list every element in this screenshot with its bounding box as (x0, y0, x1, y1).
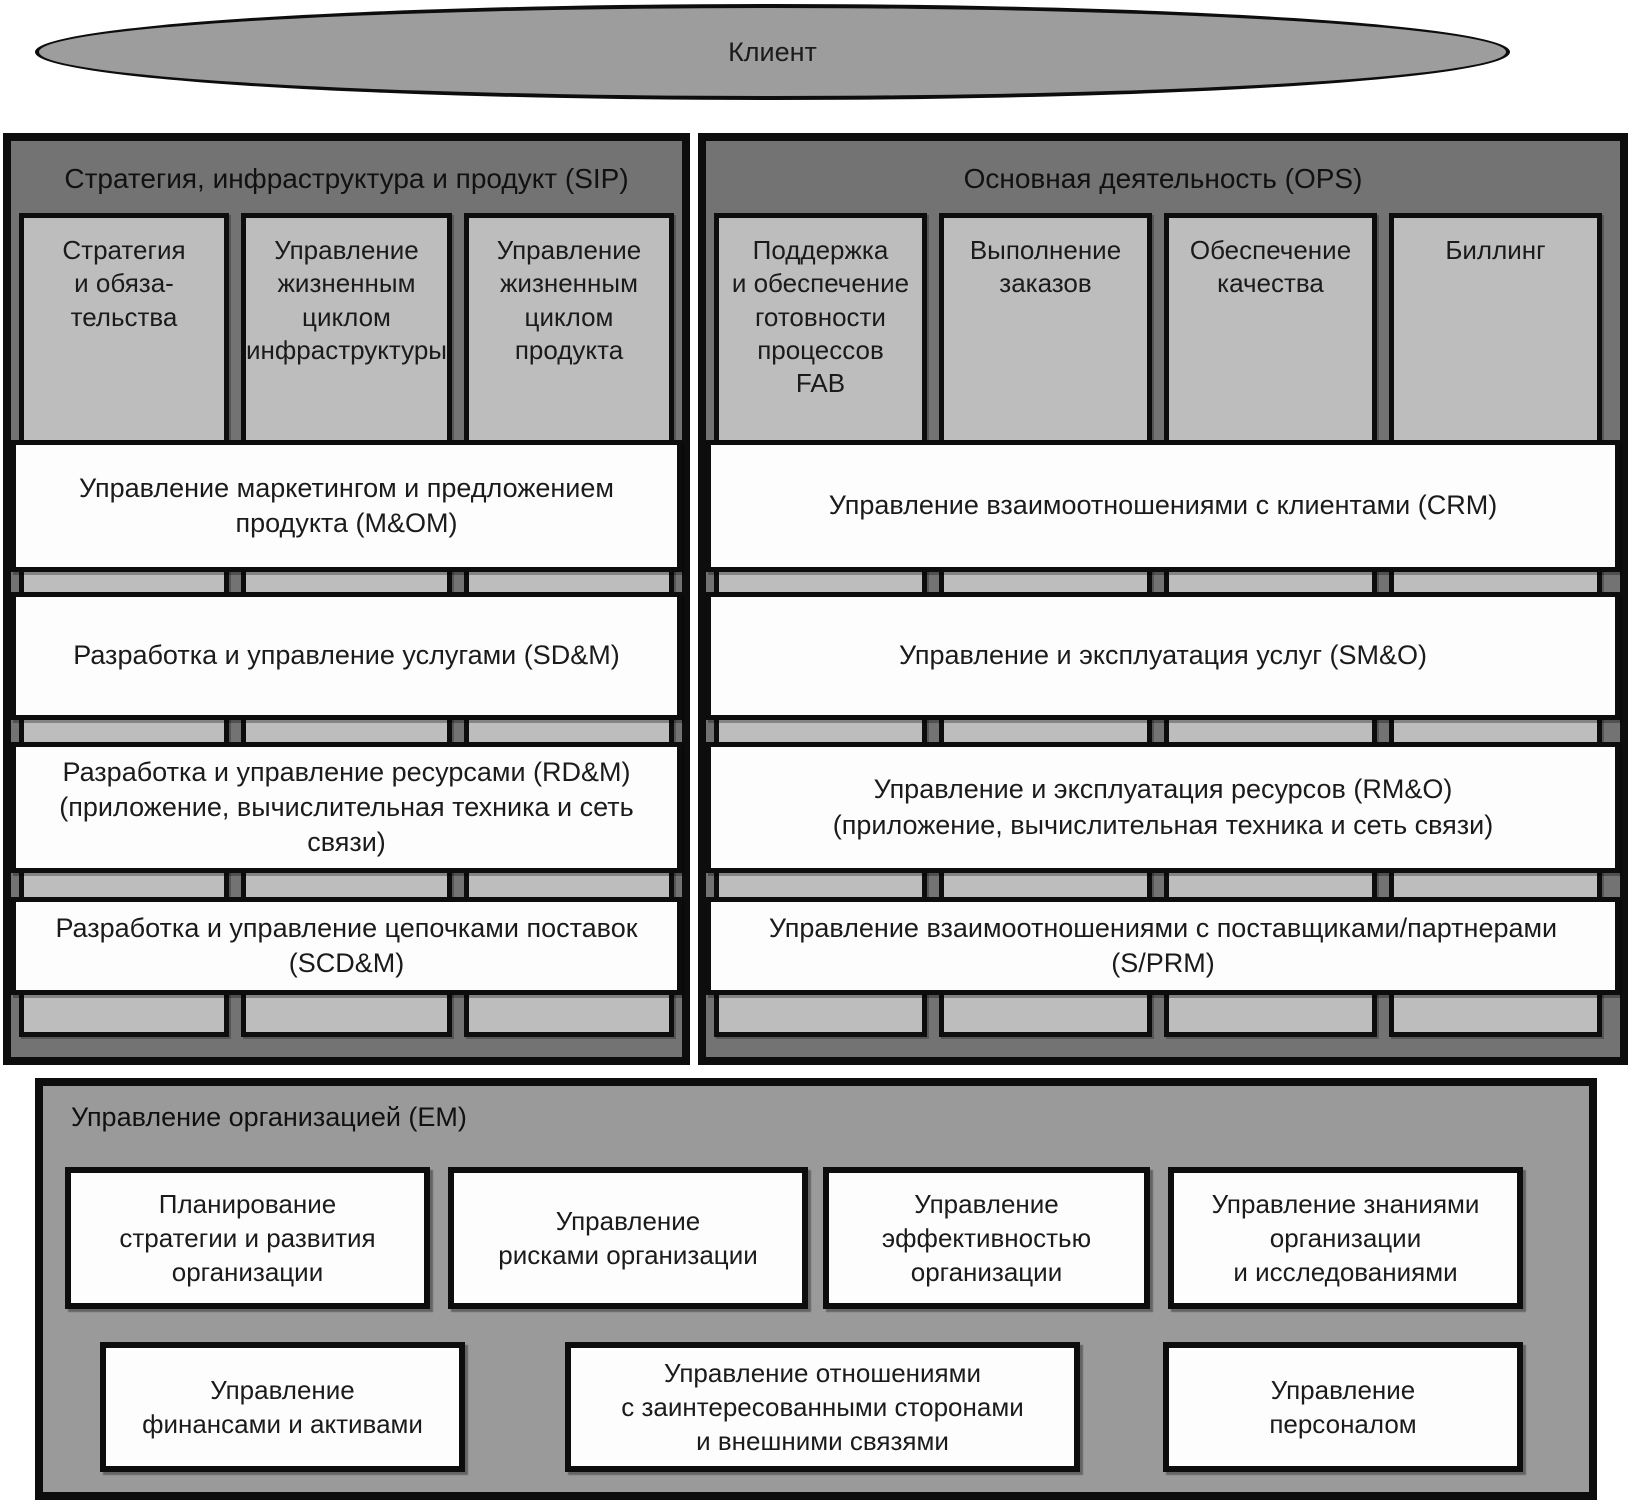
sip-row-service-development: Разработка и управление услугами (SD&M) (11, 592, 682, 720)
sip-panel-title: Стратегия, инфраструктура и продукт (SIP… (64, 163, 629, 194)
sip-panel: Стратегия, инфраструктура и продукт (SIP… (3, 133, 690, 1065)
ops-row-crm: Управление взаимоотношениями с клиентами… (706, 440, 1620, 572)
em-box-label: Управление знаниями организации и исслед… (1211, 1188, 1480, 1288)
em-box-knowledge-research: Управление знаниями организации и исслед… (1168, 1167, 1523, 1309)
sip-column-label: Управление жизненным циклом продукта (496, 235, 642, 365)
ops-row-smo: Управление и эксплуатация услуг (SM&O) (706, 592, 1620, 720)
sip-row-resource-development: Разработка и управление ресурсами (RD&M)… (11, 742, 682, 873)
em-box-label: Управление отношениями с заинтересованны… (621, 1357, 1024, 1457)
ops-column-label: Выполнение заказов (969, 235, 1122, 299)
ops-row-rmo: Управление и эксплуатация ресурсов (RM&O… (706, 742, 1620, 873)
ops-row-label: Управление и эксплуатация ресурсов (RM&O… (832, 774, 1494, 840)
ops-row-label: Управление взаимоотношениями с поставщик… (768, 912, 1558, 978)
sip-column-label: Управление жизненным циклом инфраструкту… (246, 235, 447, 365)
em-box-label: Управление персоналом (1269, 1374, 1417, 1439)
ops-panel-title: Основная деятельность (OPS) (963, 163, 1363, 194)
ops-row-label: Управление и эксплуатация услуг (SM&O) (898, 640, 1428, 671)
ops-row-label: Управление взаимоотношениями с клиентами… (828, 490, 1498, 521)
ops-column-label: Поддержка и обеспечение готовности проце… (731, 235, 910, 399)
em-box-strategic-planning: Планирование стратегии и развития органи… (65, 1167, 430, 1309)
sip-row-label: Разработка и управление услугами (SD&M) (73, 640, 620, 671)
em-panel: Управление организацией (EM) Планировани… (35, 1078, 1597, 1500)
em-box-label: Управление эффективностью организации (881, 1188, 1092, 1288)
em-box-finance-assets: Управление финансами и активами (100, 1342, 465, 1472)
sip-column-label: Стратегия и обяза- тельства (62, 235, 186, 332)
sip-row-supply-chain: Разработка и управление цепочками постав… (11, 897, 682, 995)
sip-row-marketing-offer: Управление маркетингом и предложением пр… (11, 440, 682, 572)
sip-row-label: Разработка и управление ресурсами (RD&M)… (59, 756, 634, 858)
em-box-label: Планирование стратегии и развития органи… (119, 1188, 376, 1288)
em-box-label: Управление рисками организации (498, 1205, 758, 1270)
em-box-stakeholder-relations: Управление отношениями с заинтересованны… (565, 1342, 1080, 1472)
sip-row-label: Разработка и управление цепочками постав… (55, 912, 638, 978)
ops-panel: Основная деятельность (OPS) Поддержка и … (698, 133, 1628, 1065)
sip-row-label: Управление маркетингом и предложением пр… (79, 472, 614, 538)
em-panel-title: Управление организацией (EM) (71, 1102, 467, 1132)
ops-column-label: Обеспечение качества (1189, 235, 1352, 299)
em-box-label: Управление финансами и активами (142, 1374, 423, 1439)
client-ellipse: Клиент (35, 4, 1510, 100)
ops-column-label: Биллинг (1445, 235, 1546, 265)
ops-row-sprm: Управление взаимоотношениями с поставщик… (706, 897, 1620, 995)
em-box-risk-management: Управление рисками организации (448, 1167, 808, 1309)
em-box-hr-management: Управление персоналом (1163, 1342, 1523, 1472)
client-label: Клиент (728, 36, 817, 67)
em-box-effectiveness-management: Управление эффективностью организации (823, 1167, 1150, 1309)
